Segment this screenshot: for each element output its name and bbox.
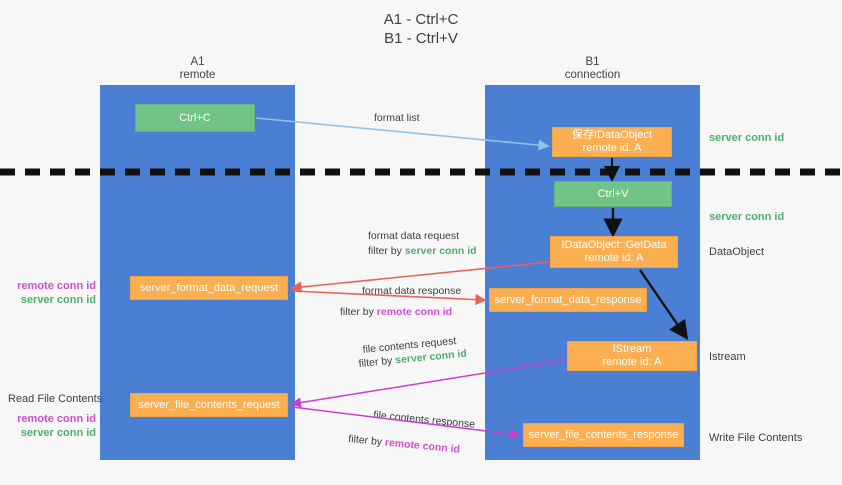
arrow-label-filter-server-conn-id-1: filter by server conn id — [368, 244, 477, 258]
title-line-2: B1 - Ctrl+V — [384, 30, 458, 47]
arrow-label-filter-remote-conn-id-1: filter by remote conn id — [340, 305, 452, 319]
node-server-file-contents-response-label: server_file_contents_response — [528, 428, 679, 441]
node-getdata-line1: IDataObject::GetData — [561, 239, 667, 251]
node-save-idataobject-line2: remote id: A — [582, 142, 642, 154]
node-save-idataobject[interactable]: 保存IDataObject remote id: A — [552, 127, 672, 157]
arrow-label-format-list: format list — [374, 112, 420, 124]
node-ctrl-v-label: Ctrl+V — [597, 187, 629, 200]
filter-prefix-2: filter by — [340, 306, 374, 318]
node-server-file-contents-response[interactable]: server_file_contents_response — [523, 423, 684, 447]
node-ctrl-c[interactable]: Ctrl+C — [135, 104, 255, 132]
arrow-label-format-data-response: format data response — [362, 285, 462, 297]
node-server-format-data-request[interactable]: server_format_data_request — [130, 276, 288, 300]
filter-value-remote-conn-id-1: remote conn id — [376, 306, 453, 318]
lane-a1-name: A1 — [190, 56, 205, 68]
label-server-conn-id-2: server conn id — [709, 211, 785, 223]
lane-header-b1: B1 connection — [485, 56, 700, 82]
label-left-server-conn-id-2: server conn id — [20, 427, 96, 439]
lane-a1-sub: remote — [179, 69, 216, 81]
node-idataobject-getdata[interactable]: IDataObject::GetData remote id: A — [550, 236, 678, 268]
lane-b1-name: B1 — [585, 56, 600, 68]
label-istream: Istream — [709, 351, 746, 363]
label-left-remote-conn-id-2: remote conn id — [17, 413, 96, 425]
arrow-label-format-data-request: format data request — [368, 230, 460, 242]
phase-separator — [0, 168, 842, 176]
node-istream-line1: IStream — [612, 343, 652, 355]
node-istream-line2: remote id: A — [602, 356, 662, 368]
label-server-conn-id-1: server conn id — [709, 132, 785, 144]
filter-prefix-1: filter by — [368, 245, 402, 257]
label-dataobject: DataObject — [709, 246, 765, 258]
title-line-1: A1 - Ctrl+C — [383, 11, 459, 28]
lane-header-a1: A1 remote — [100, 56, 295, 82]
node-server-format-data-request-label: server_format_data_request — [139, 281, 279, 294]
lane-b1-sub: connection — [564, 69, 621, 81]
node-server-file-contents-request-label: server_file_contents_request — [138, 398, 280, 411]
label-read-file-contents: Read File Contents — [8, 393, 103, 405]
node-save-idataobject-line1: 保存IDataObject — [571, 129, 653, 141]
label-left-conn-ids-1: remote conn id server conn id — [8, 279, 96, 307]
page-title: A1 - Ctrl+C B1 - Ctrl+V — [0, 10, 842, 48]
node-server-file-contents-request[interactable]: server_file_contents_request — [130, 393, 288, 417]
node-getdata-line2: remote id: A — [584, 252, 644, 264]
label-write-file-contents: Write File Contents — [709, 432, 803, 444]
node-server-format-data-response[interactable]: server_format_data_response — [489, 288, 647, 312]
node-ctrl-v[interactable]: Ctrl+V — [554, 181, 672, 207]
node-istream[interactable]: IStream remote id: A — [567, 341, 697, 371]
filter-value-server-conn-id-1: server conn id — [404, 245, 477, 257]
label-left-conn-ids-2: remote conn id server conn id — [8, 412, 96, 440]
label-left-server-conn-id-1: server conn id — [20, 294, 96, 306]
node-ctrl-c-label: Ctrl+C — [179, 111, 211, 124]
label-left-remote-conn-id-1: remote conn id — [17, 280, 96, 292]
node-server-format-data-response-label: server_format_data_response — [494, 293, 642, 306]
